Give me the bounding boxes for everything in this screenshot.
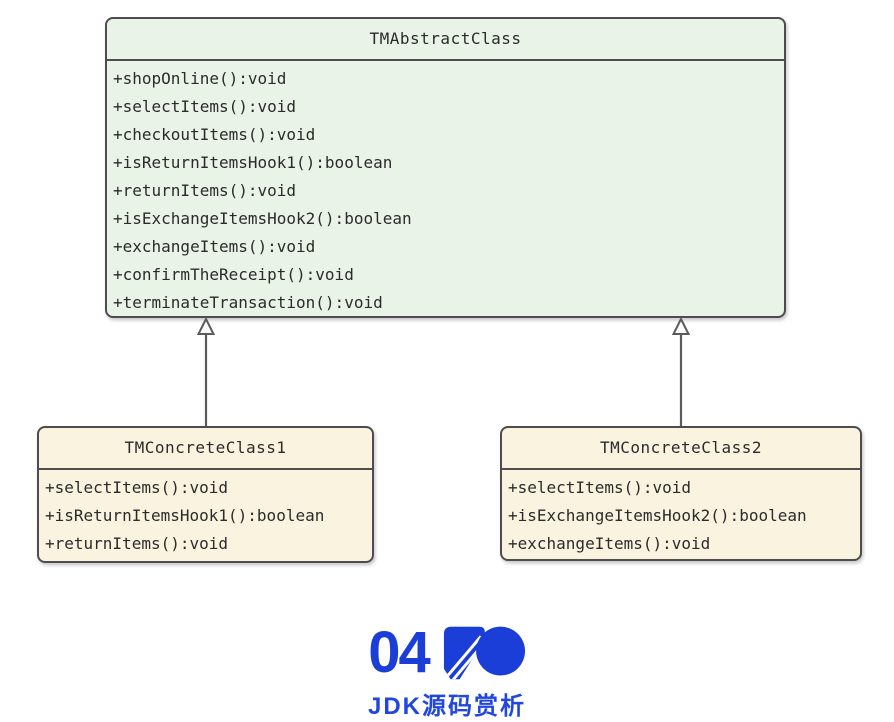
class-methods: +selectItems():void +isExchangeItemsHook… [502, 470, 860, 558]
class-methods: +shopOnline():void +selectItems():void +… [107, 61, 784, 317]
logo-number: 04 [368, 620, 430, 685]
method-item: +terminateTransaction():void [113, 293, 383, 312]
method-item: +isReturnItemsHook1():boolean [45, 506, 325, 525]
method-item: +selectItems():void [113, 97, 297, 116]
method-item: +returnItems():void [45, 534, 229, 553]
method-item: +isExchangeItemsHook2():boolean [113, 209, 412, 228]
brand-logo-icon [443, 626, 525, 680]
footer-logo: 04 JDK源码赏析 [0, 622, 894, 721]
method-item: +returnItems():void [113, 181, 297, 200]
logo-caption: JDK源码赏析 [367, 693, 526, 720]
class-box-tmconcreteclass1: TMConcreteClass1 +selectItems():void +is… [37, 426, 374, 563]
method-item: +selectItems():void [45, 478, 229, 497]
class-title: TMConcreteClass2 [502, 428, 860, 470]
method-item: +exchangeItems():void [113, 237, 316, 256]
class-methods: +selectItems():void +isReturnItemsHook1(… [39, 470, 372, 558]
method-item: +shopOnline():void [113, 69, 287, 88]
class-title: TMAbstractClass [107, 19, 784, 61]
class-title: TMConcreteClass1 [39, 428, 372, 470]
method-item: +isReturnItemsHook1():boolean [113, 153, 393, 172]
logo-row: 04 [368, 622, 526, 684]
method-item: +exchangeItems():void [508, 534, 711, 553]
inheritance-arrow-right [671, 317, 691, 427]
class-box-tmabstractclass: TMAbstractClass +shopOnline():void +sele… [105, 17, 786, 318]
method-item: +isExchangeItemsHook2():boolean [508, 506, 807, 525]
method-item: +checkoutItems():void [113, 125, 316, 144]
inheritance-arrow-left [196, 317, 216, 427]
class-box-tmconcreteclass2: TMConcreteClass2 +selectItems():void +is… [500, 426, 862, 561]
method-item: +selectItems():void [508, 478, 692, 497]
method-item: +confirmTheReceipt():void [113, 265, 354, 284]
